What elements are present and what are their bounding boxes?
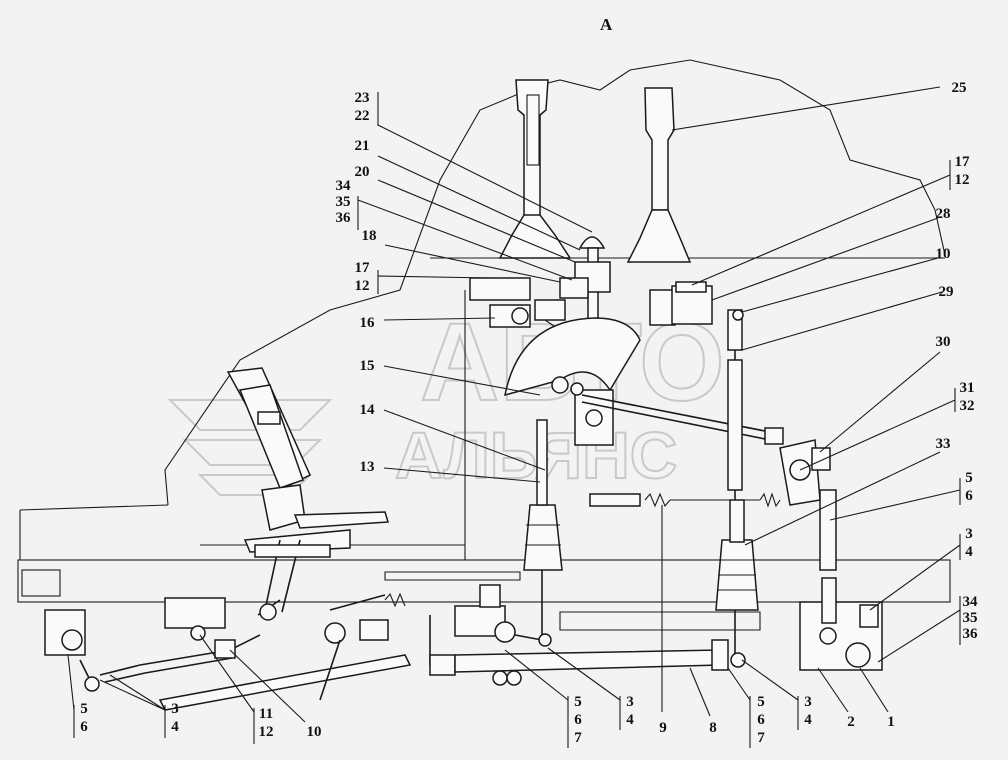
callout-label-l35b: 35: [963, 610, 978, 626]
callout-label-l33: 33: [936, 436, 951, 452]
callout-label-l5d: 5: [757, 694, 765, 710]
callout-label-l34a: 34: [336, 178, 352, 194]
callout-label-l31: 31: [960, 380, 975, 396]
callout-label-l14: 14: [360, 402, 376, 418]
callout-label-l28: 28: [936, 206, 951, 222]
callout-label-l7a: 7: [574, 730, 582, 746]
callout-label-l12a: 12: [355, 278, 370, 294]
gear-sector: [504, 317, 641, 397]
callout-label-l3a: 3: [965, 526, 973, 542]
callout-label-l7b: 7: [757, 730, 765, 746]
callout-label-l4d: 4: [804, 712, 812, 728]
left-bracket: [469, 277, 566, 331]
callout-label-l30: 30: [936, 334, 951, 350]
callout-label-l6c: 6: [574, 712, 582, 728]
callout-label-l10a: 10: [936, 246, 951, 262]
turnbuckle-right: [819, 489, 879, 668]
callout-label-l17b: 17: [955, 154, 971, 170]
rubber-boots: [523, 419, 759, 660]
callout-label-l3d: 3: [804, 694, 812, 710]
callout-label-l12b: 12: [955, 172, 970, 188]
callout-label-l18: 18: [362, 228, 377, 244]
bottom-linkage: [44, 584, 746, 711]
callout-label-l20: 20: [355, 164, 370, 180]
callout-label-l4a: 4: [965, 544, 973, 560]
callout-label-l9: 9: [659, 720, 667, 736]
callout-label-l15: 15: [360, 358, 375, 374]
callout-label-l1: 1: [887, 714, 895, 730]
callout-label-l5c: 5: [574, 694, 582, 710]
callout-label-l2: 2: [847, 714, 855, 730]
callout-label-l34b: 34: [963, 594, 979, 610]
callout-label-l3c: 3: [626, 694, 634, 710]
callout-label-l4b: 4: [171, 719, 179, 735]
callout-label-l29: 29: [939, 284, 954, 300]
callout-label-l13: 13: [360, 459, 375, 475]
callout-label-l36a: 36: [336, 210, 352, 226]
callout-label-l10b: 10: [307, 724, 322, 740]
callout-label-l23: 23: [355, 90, 370, 106]
callout-label-l17a: 17: [355, 260, 371, 276]
callout-label-l5a: 5: [965, 470, 973, 486]
pedal-assembly: [226, 367, 389, 613]
callout-label-l3b: 3: [171, 701, 179, 717]
callout-label-l36b: 36: [963, 626, 979, 642]
spring-assembly: [589, 492, 781, 508]
callout-label-l6a: 6: [965, 488, 973, 504]
left-gear-lever: [498, 79, 572, 259]
callout-label-l35a: 35: [336, 194, 351, 210]
callout-label-l21: 21: [355, 138, 370, 154]
callout-label-l6d: 6: [757, 712, 765, 728]
watermark-line2: АЛЬЯНС: [395, 418, 677, 492]
callout-label-l11: 11: [259, 706, 273, 722]
callout-label-l22: 22: [355, 108, 370, 124]
callout-labels: 2322212034353618171216151413251712281029…: [80, 80, 978, 746]
callout-label-l4c: 4: [626, 712, 634, 728]
callout-label-l25: 25: [952, 80, 967, 96]
vertical-rod-right: [727, 309, 744, 500]
callout-label-l8: 8: [709, 720, 717, 736]
callout-label-l6b: 6: [80, 719, 88, 735]
callout-label-l12c: 12: [259, 724, 274, 740]
view-label: А: [600, 15, 613, 34]
callout-label-l5b: 5: [80, 701, 88, 717]
lock-knob-assembly: [559, 236, 611, 329]
callout-label-l16: 16: [360, 315, 376, 331]
right-gear-lever: [626, 87, 713, 326]
leader-lines: [67, 86, 961, 748]
callout-label-l32: 32: [960, 398, 975, 414]
